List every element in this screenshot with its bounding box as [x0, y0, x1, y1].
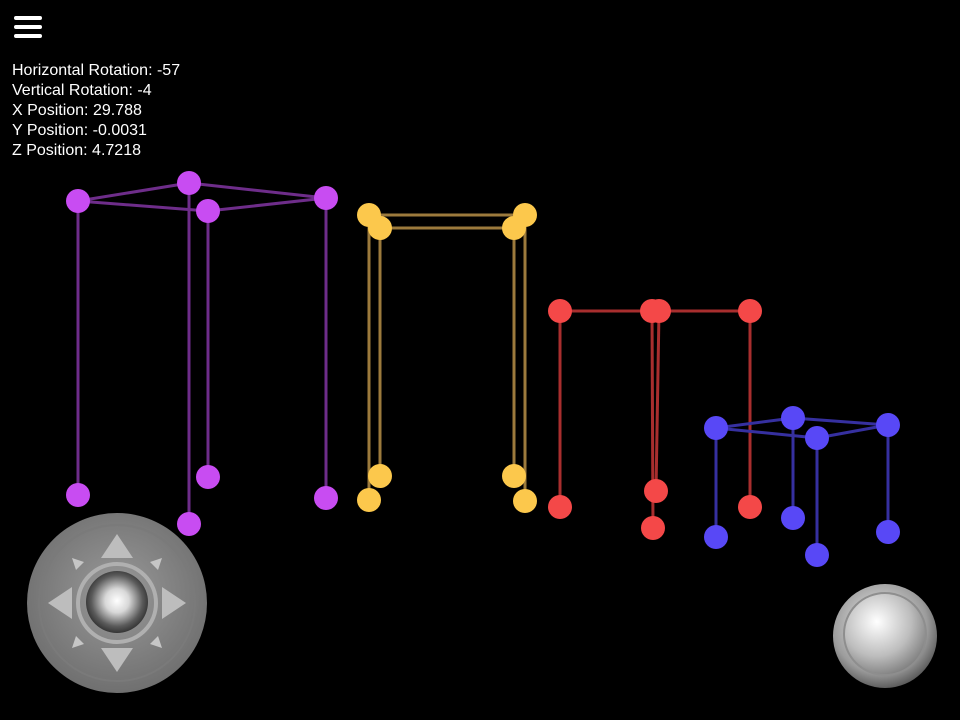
red-node — [738, 495, 762, 519]
blue-node — [876, 520, 900, 544]
arrow-up-left-icon[interactable] — [72, 558, 84, 570]
y-position-readout: Y Position: -0.0031 — [12, 121, 180, 141]
z-position-label: Z Position: — [12, 142, 88, 159]
joystick-knob[interactable] — [86, 571, 148, 633]
hamburger-icon-bottom — [14, 34, 42, 38]
knob-ring — [76, 562, 158, 644]
arrow-left-icon[interactable] — [48, 587, 72, 619]
horizontal-rotation-value: -57 — [156, 62, 181, 79]
purple-node — [66, 483, 90, 507]
arrow-down-left-icon[interactable] — [72, 636, 84, 648]
joystick-ring — [38, 524, 196, 682]
action-button-face — [843, 592, 927, 676]
red-node — [548, 299, 572, 323]
blue-node — [876, 413, 900, 437]
yellow-node — [368, 216, 392, 240]
purple-prism-nodes — [66, 171, 338, 536]
blue-node — [704, 416, 728, 440]
blue-node — [781, 406, 805, 430]
x-position-label: X Position: — [12, 102, 89, 119]
yellow-node — [357, 488, 381, 512]
red-node — [644, 479, 668, 503]
x-position-value: 29.788 — [92, 102, 142, 119]
purple-node — [196, 465, 220, 489]
purple-node — [177, 512, 201, 536]
hamburger-icon — [14, 16, 42, 20]
yellow-prism — [367, 213, 527, 501]
blue-prism — [714, 416, 890, 555]
joystick-control[interactable] — [26, 512, 208, 694]
z-position-value: 4.7218 — [92, 142, 141, 159]
yellow-node — [502, 216, 526, 240]
horizontal-rotation-label: Horizontal Rotation: — [12, 62, 153, 79]
red-node — [641, 516, 665, 540]
vertical-rotation-label: Vertical Rotation: — [12, 82, 133, 99]
camera-readout: Horizontal Rotation: -57 Vertical Rotati… — [12, 61, 180, 161]
blue-node — [781, 506, 805, 530]
arrow-down-right-icon[interactable] — [150, 636, 162, 648]
red-node — [647, 299, 671, 323]
blue-node — [805, 426, 829, 450]
y-position-value: -0.0031 — [92, 122, 147, 139]
purple-node — [314, 486, 338, 510]
red-prism-nodes — [548, 299, 762, 540]
arrow-right-icon[interactable] — [162, 587, 186, 619]
purple-node — [177, 171, 201, 195]
vertical-rotation-value: -4 — [137, 82, 152, 99]
purple-node — [196, 199, 220, 223]
yellow-prism-nodes — [357, 203, 537, 513]
action-button[interactable] — [832, 583, 938, 689]
yellow-node — [502, 464, 526, 488]
arrow-up-icon[interactable] — [101, 534, 133, 558]
blue-prism-nodes — [704, 406, 900, 567]
y-position-label: Y Position: — [12, 122, 89, 139]
yellow-node — [368, 464, 392, 488]
vertical-rotation-readout: Vertical Rotation: -4 — [12, 81, 180, 101]
arrow-down-icon[interactable] — [101, 648, 133, 672]
purple-node — [66, 189, 90, 213]
blue-node — [704, 525, 728, 549]
horizontal-rotation-readout: Horizontal Rotation: -57 — [12, 61, 180, 81]
menu-button[interactable] — [14, 16, 44, 42]
hamburger-icon-middle — [14, 25, 42, 29]
red-node — [738, 299, 762, 323]
arrow-up-right-icon[interactable] — [150, 558, 162, 570]
x-position-readout: X Position: 29.788 — [12, 101, 180, 121]
blue-node — [805, 543, 829, 567]
red-node — [548, 495, 572, 519]
yellow-node — [513, 489, 537, 513]
z-position-readout: Z Position: 4.7218 — [12, 141, 180, 161]
purple-node — [314, 186, 338, 210]
purple-prism — [76, 181, 328, 524]
